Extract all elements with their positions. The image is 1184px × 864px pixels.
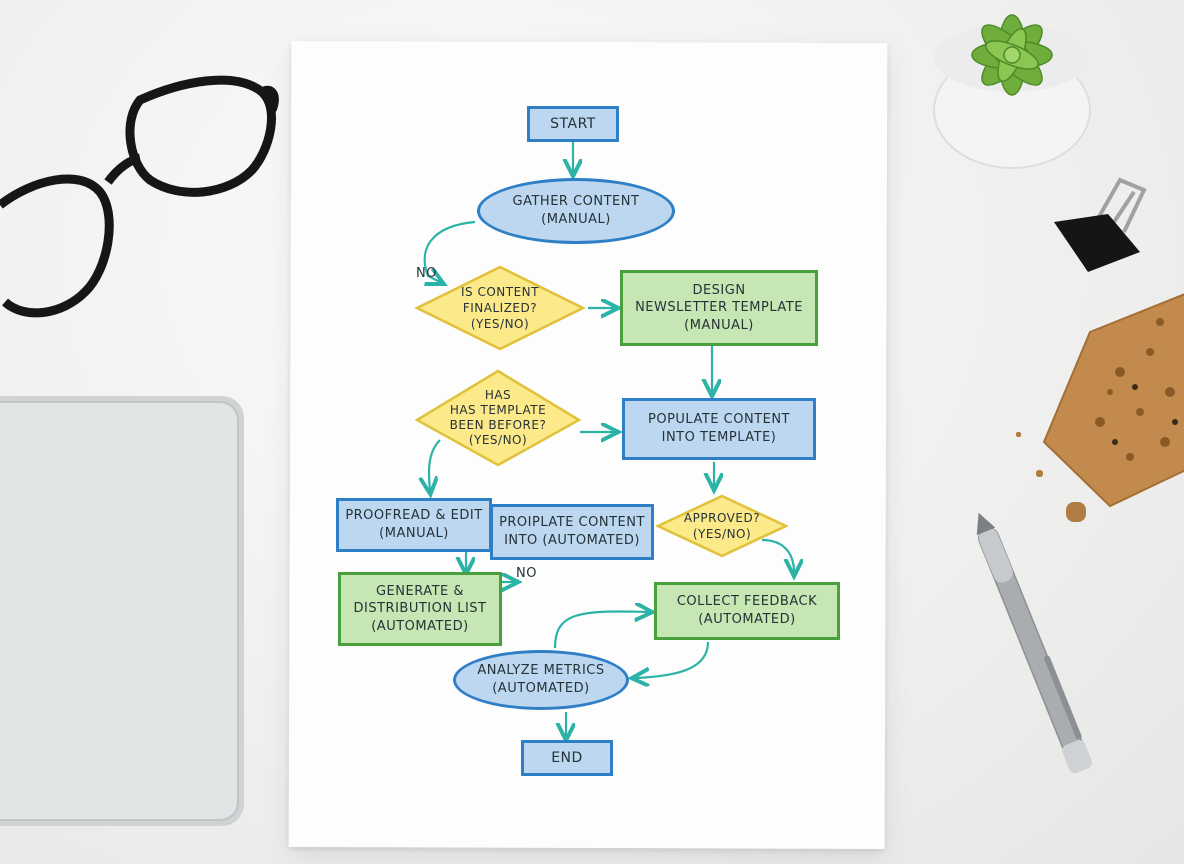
collect-feedback-node: COLLECT FEEDBACK (AUTOMATED) [654,582,840,640]
proofread-edit-node: PROOFREAD & EDIT (MANUAL) [336,498,492,552]
approved-label: APPROVED? (YES/NO) [683,510,761,541]
generate-distribution-node: GENERATE & DISTRIBUTION LIST (AUTOMATED) [338,572,502,646]
crumb-icon [1066,502,1086,522]
arrow-analyze-collect [553,611,648,649]
pen-icon [964,510,1104,790]
eyeglasses-icon [0,30,290,320]
arrow-gather-finalized [423,220,476,282]
no-label-top: NO [416,266,437,281]
laptop-icon [0,394,248,830]
analyze-metrics-node: ANALYZE METRICS (AUTOMATED) [453,650,629,710]
crumb-icon [1016,432,1021,437]
is-content-finalized-decision: IS CONTENT FINALIZED? (YES/NO) [414,264,586,352]
arrow-hastemplate-proofread [429,439,441,490]
granola-bar-icon [1040,292,1184,510]
design-template-node: DESIGN NEWSLETTER TEMPLATE (MANUAL) [620,270,818,346]
populate-content-node: POPULATE CONTENT INTO TEMPLATE) [622,398,816,460]
start-node: START [527,106,619,142]
arrow-collect-analyze [636,641,710,678]
has-template-label: HAS HAS TEMPLATE BEEN BEFORE? (YES/NO) [449,388,547,447]
is-content-finalized-label: IS CONTENT FINALIZED? (YES/NO) [461,284,539,332]
binder-clip-icon [1048,174,1158,278]
gather-content-node: GATHER CONTENT (MANUAL) [477,178,675,244]
crumb-icon [1036,470,1043,477]
no-label-bottom: NO [516,566,537,581]
has-template-decision: HAS HAS TEMPLATE BEEN BEFORE? (YES/NO) [414,368,582,468]
end-node: END [521,740,613,776]
approved-decision: APPROVED? (YES/NO) [656,494,788,558]
arrow-approved-collect [761,538,794,572]
succulent-plant-icon [920,0,1110,170]
proiplate-content-node: PROIPLATE CONTENT INTO (AUTOMATED) [490,504,654,560]
